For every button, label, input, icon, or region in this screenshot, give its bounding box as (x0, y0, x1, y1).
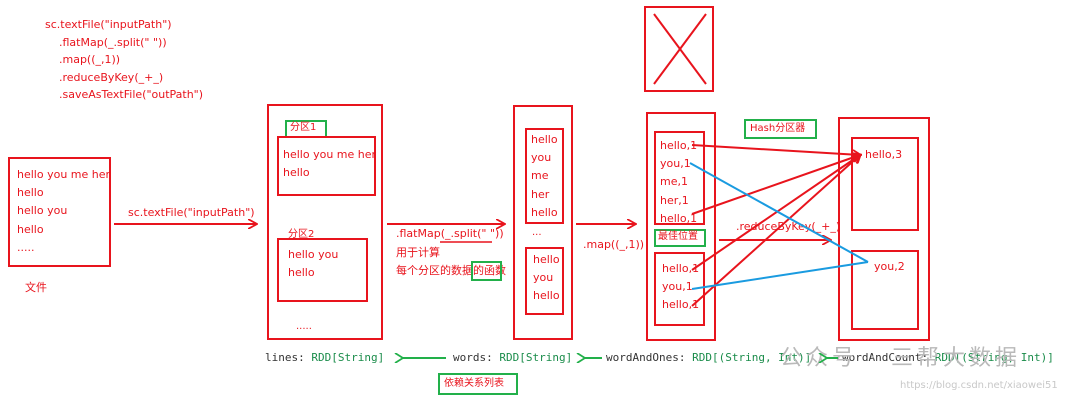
file-line: ..... (17, 240, 35, 254)
lineage-lines: lines: RDD[String] (265, 351, 384, 364)
file-content: hello you me her hello hello you hello .… (17, 166, 110, 257)
code-line-1: sc.textFile("inputPath") (45, 18, 172, 31)
partition1-box (277, 136, 376, 196)
pair-item: hello,1 (662, 298, 700, 312)
pair-item: hello,1 (660, 139, 698, 152)
partition2-content: hello you hello (288, 246, 338, 282)
best-location-label: 最佳位置 (658, 231, 698, 242)
pair-item: her,1 (660, 193, 689, 207)
lineage-lines-name: lines: (265, 351, 312, 364)
best-location-tag (654, 229, 706, 247)
hash-partitioner-label: Hash分区器 (750, 123, 806, 134)
shuffle-line-hello (691, 144, 860, 155)
crossed-box (644, 6, 714, 92)
partition1-label: 分区1 (290, 122, 317, 133)
pairs-part1-box (654, 131, 705, 225)
pairs-part2-box (654, 252, 705, 326)
pair-item: you,1 (662, 280, 693, 294)
lineage-words-name: words: (453, 351, 500, 364)
code-line-3: .map((_,1)) (59, 53, 121, 66)
file-line: hello you me her (17, 168, 111, 181)
dependency-label: 依赖关系列表 (444, 378, 504, 389)
result-part1-box (851, 137, 919, 231)
watermark-url: https://blog.csdn.net/xiaowei51 (900, 380, 1058, 391)
word-item: hello (533, 253, 560, 266)
lineage-wao-type: RDD[(String, Int)] (692, 351, 812, 364)
dependency-tag (438, 373, 518, 395)
lineage-wac-type: RDD[(String, Int)] (934, 351, 1054, 364)
lineage-words: words: RDD[String] (453, 351, 572, 364)
lineage-words-type: RDD[String] (499, 351, 573, 364)
word-item: hello (533, 289, 560, 303)
result-part2-item: you,2 (874, 260, 905, 273)
word-item: you (531, 151, 552, 165)
shuffle-line-hello (691, 155, 860, 271)
lines-ellipsis: ..... (296, 321, 312, 332)
result-rdd-box (838, 117, 930, 341)
words-part1-content: hello you me her hello (531, 131, 558, 222)
file-caption: 文件 (25, 281, 47, 294)
pair-item: hello,1 (660, 211, 698, 225)
partition-line: hello you (288, 248, 339, 261)
map-label: .map((_,1)) (583, 238, 645, 251)
partition1-content: hello you me her hello (283, 146, 376, 182)
file-line: hello (17, 222, 44, 236)
flatmap-label: .flatMap(_.split(" ")) (396, 227, 504, 240)
word-item: you (533, 271, 554, 285)
flatmap-note-1: 用于计算 (396, 246, 440, 259)
words-part2-content: hello you hello (533, 251, 560, 306)
word-item: hello (531, 133, 558, 146)
lineage-lines-type: RDD[String] (311, 351, 385, 364)
shuffle-line-hello (691, 155, 860, 215)
word-item: me (531, 169, 549, 183)
partition-line: hello you me her (283, 148, 377, 161)
file-line: hello (17, 186, 44, 200)
lineage-wao-name: wordAndOnes: (606, 351, 693, 364)
code-line-2: .flatMap(_.split(" ")) (59, 35, 167, 49)
lineage-word-and-ones: wordAndOnes: RDD[(String, Int)] (606, 351, 811, 364)
hash-partitioner-tag (744, 119, 817, 139)
pair-item: you,1 (660, 157, 691, 171)
partition-line: hello (283, 166, 310, 180)
result-part2-box (851, 250, 919, 330)
lineage-word-and-count: wordAndCount: RDD[(String, Int)] (842, 351, 1054, 364)
words-part2-box (525, 247, 564, 315)
cross-line (653, 13, 707, 85)
word-item: her (531, 187, 550, 201)
code-line-4: .reduceByKey(_+_) (59, 70, 164, 84)
file-line: hello you (17, 204, 68, 218)
textfile-label: sc.textFile("inputPath") (128, 206, 255, 219)
words-part1-box (525, 128, 564, 224)
shuffle-line-hello (691, 155, 860, 307)
lineage-wac-name: wordAndCount: (842, 351, 935, 364)
words-ellipsis: ... (532, 227, 542, 238)
file-box (8, 157, 111, 267)
partition2-label: 分区2 (288, 229, 315, 240)
flatmap-note-2: 每个分区的数据的函数 (396, 264, 506, 277)
code-line-5: .saveAsTextFile("outPath") (59, 88, 204, 101)
pair-item: hello,1 (662, 262, 700, 275)
word-item: hello (531, 205, 558, 219)
partition2-box (277, 238, 368, 302)
shuffle-line-you (691, 261, 869, 290)
function-highlight (471, 261, 502, 281)
shuffle-line-you (689, 162, 869, 263)
words-rdd-box (513, 105, 573, 340)
pairs-part2-content: hello,1 you,1 hello,1 (662, 260, 699, 315)
code-snippet: sc.textFile("inputPath") .flatMap(_.spli… (45, 16, 203, 104)
pairs-part1-content: hello,1 you,1 me,1 her,1 hello,1 (660, 137, 697, 228)
partition-line: hello (288, 266, 315, 280)
pairs-rdd-box (646, 112, 716, 341)
result-part1-item: hello,3 (865, 148, 903, 161)
pair-item: me,1 (660, 175, 688, 189)
lines-rdd-box (267, 104, 383, 340)
